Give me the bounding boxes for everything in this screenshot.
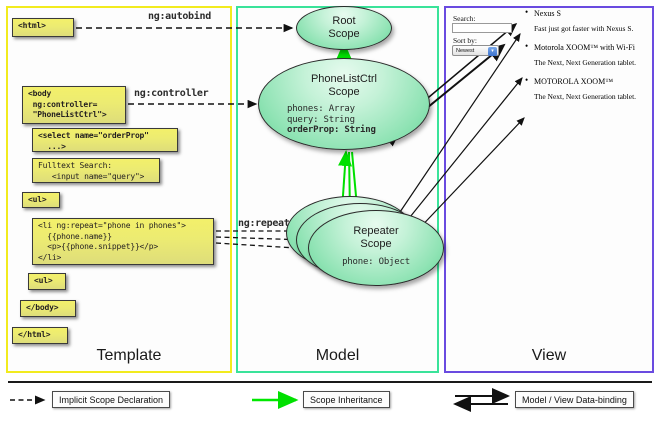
scope-repeater-title-1: Repeater xyxy=(353,225,399,237)
code-block-html-close: </html> xyxy=(12,327,68,344)
scope-prop-query: query: String xyxy=(287,114,355,125)
code-block-body-close: </body> xyxy=(20,300,76,317)
edge-label-ng-autobind: ng:autobind xyxy=(148,11,211,22)
sort-label: Sort by: xyxy=(453,36,477,45)
legend-label-implicit: Implicit Scope Declaration xyxy=(52,391,171,408)
angular-scope-diagram: Template Model View xyxy=(0,0,660,421)
legend-label-inheritance: Scope Inheritance xyxy=(303,391,390,408)
scope-repeater: Repeater Scope phone: Object xyxy=(308,210,444,286)
code-block-ul-close: <ul> xyxy=(28,273,66,290)
scope-phonelistctrl: PhoneListCtrl Scope phones: Array query:… xyxy=(258,58,430,150)
sort-select[interactable]: Newest ▾ xyxy=(452,45,499,56)
legend-label-databinding: Model / View Data-binding xyxy=(515,391,634,408)
search-label: Search: xyxy=(453,14,476,23)
scope-root-title-2: Scope xyxy=(328,27,360,40)
list-item[interactable]: MOTOROLA XOOM™ The Next, Next Generation… xyxy=(524,75,650,102)
legend-divider xyxy=(8,381,652,383)
panel-view-label: View xyxy=(531,347,567,364)
panel-model-label: Model xyxy=(315,347,360,364)
edge-ng-repeat-2 xyxy=(215,235,308,244)
edge-bind-repeater-to-item-3 xyxy=(413,117,525,235)
scope-repeater-props: phone: Object xyxy=(309,257,443,268)
edge-bind-repeater-to-item-2 xyxy=(405,77,523,223)
phone-snippet: The Next, Next Generation tablet. xyxy=(534,92,637,101)
phone-snippet: Fast just got faster with Nexus S. xyxy=(534,24,634,33)
code-block-select: <select name="orderProp" ...> xyxy=(32,128,178,152)
code-block-body-open: <body ng:controller= "PhoneListCtrl"> xyxy=(22,86,126,124)
phone-snippet: The Next, Next Generation tablet. xyxy=(534,58,637,67)
chevron-down-icon: ▾ xyxy=(488,47,497,56)
scope-root: Root Scope xyxy=(296,6,392,50)
code-block-fulltext: Fulltext Search: <input name="query"> xyxy=(32,158,160,183)
scope-root-title-1: Root xyxy=(332,15,356,27)
scope-phonelistctrl-title-1: PhoneListCtrl xyxy=(310,73,378,85)
search-input[interactable] xyxy=(452,23,512,33)
sort-select-value: Newest xyxy=(456,48,475,54)
phone-name: Motorola XOOM™ with Wi-Fi xyxy=(524,41,650,53)
code-block-ul-open: <ul> xyxy=(22,192,60,208)
phone-name: MOTOROLA XOOM™ xyxy=(524,75,650,87)
phone-list: Nexus S Fast just got faster with Nexus … xyxy=(524,7,650,110)
edge-label-ng-repeat: ng:repeat xyxy=(238,218,290,229)
legend-icon-layer xyxy=(10,388,510,412)
list-item[interactable]: Nexus S Fast just got faster with Nexus … xyxy=(524,7,650,34)
scope-phonelistctrl-props: phones: Array query: String orderProp: S… xyxy=(259,104,429,136)
scope-repeater-title-2: Scope xyxy=(360,237,392,250)
list-item[interactable]: Motorola XOOM™ with Wi-Fi The Next, Next… xyxy=(524,41,650,68)
phone-name: Nexus S xyxy=(524,7,650,19)
scope-prop-phones: phones: Array xyxy=(287,104,355,114)
code-block-html-open: <html> xyxy=(12,18,74,37)
scope-prop-orderprop: orderProp: String xyxy=(287,125,376,135)
code-block-li-repeat: <li ng:repeat="phone in phones"> {{phone… xyxy=(32,218,214,265)
panel-template-label: Template xyxy=(96,347,162,364)
scope-prop-phone: phone: Object xyxy=(342,257,410,267)
scope-phonelistctrl-title-2: Scope xyxy=(328,85,360,98)
edge-bind-repeater-to-item-1 xyxy=(399,33,521,213)
edge-label-ng-controller: ng:controller xyxy=(134,88,209,99)
